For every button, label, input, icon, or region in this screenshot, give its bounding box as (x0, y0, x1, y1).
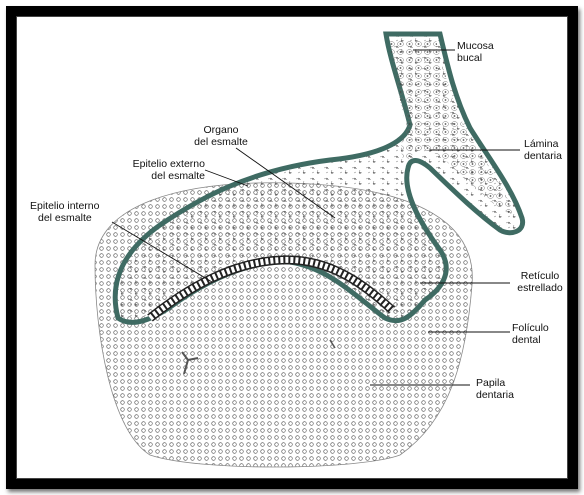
label-organo-del-esmalte: Organo del esmalte (188, 124, 254, 148)
label-foliculo-dental: Folículo dental (512, 322, 549, 346)
label-mucosa-bucal: Mucosa bucal (457, 40, 494, 64)
label-epitelio-externo: Epitelio externo del esmalte (95, 158, 205, 182)
label-papila-dentaria: Papila dentaria (476, 377, 514, 401)
label-lamina-dentaria: Lámina dentaria (524, 138, 562, 162)
label-epitelio-interno: Epitelio interno del esmalte (30, 200, 99, 224)
label-reticulo-estrellado: Retículo estrellado (510, 270, 570, 294)
